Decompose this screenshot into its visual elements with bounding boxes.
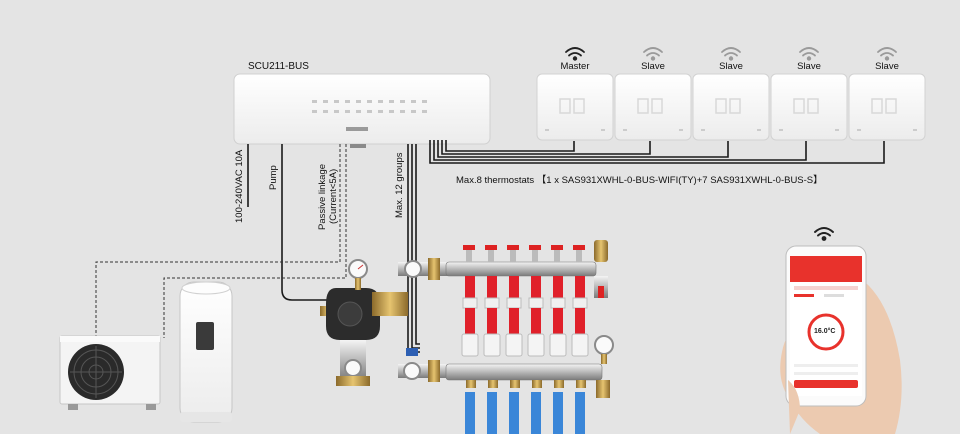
valve-gauge: [404, 260, 422, 278]
thermostat-label-slave: Slave: [641, 61, 665, 72]
manifold-circuit: [483, 245, 501, 434]
passive-linkage-label: Passive linkage: [317, 163, 328, 230]
thermostat-label-slave: Slave: [875, 61, 899, 72]
pump-label: Pump: [268, 165, 279, 190]
thermostat-row: [536, 73, 926, 141]
thermostat-slave-1: [614, 73, 692, 141]
bus-note: Max.8 thermostats 【1 x SAS931XWHL-0-BUS-…: [456, 175, 823, 186]
wifi-icon: [643, 47, 663, 61]
wifi-icon: [565, 47, 585, 61]
pump-wire: [281, 144, 333, 301]
mixing-valves: [398, 258, 450, 382]
controller-logo: [346, 127, 368, 131]
manifold-circuit: [461, 245, 479, 434]
phone-footer-button: [794, 380, 858, 388]
groups-label: Max. 12 groups: [394, 152, 405, 218]
phone-header: [790, 256, 862, 282]
tank-display: [196, 322, 214, 350]
thermostat-master: [536, 73, 614, 141]
circulation-pump: [320, 259, 408, 386]
heat-pump-unit: [59, 335, 161, 410]
manifold-circuit: [571, 245, 589, 434]
controller-leds: [312, 100, 427, 113]
power-label: 100-240VAC 10A: [234, 149, 245, 223]
wifi-icon: [721, 47, 741, 61]
manifold-circuit: [549, 245, 567, 434]
air-vent: [594, 240, 608, 262]
wifi-icon: [799, 47, 819, 61]
phone-temperature: 16.0°C: [814, 328, 836, 335]
thermostat-slave-3: [770, 73, 848, 141]
controller-unit: [233, 73, 491, 148]
thermostat-slave-2: [692, 73, 770, 141]
manifold-circuits: [461, 240, 614, 434]
supply-manifold: [445, 261, 597, 277]
valve-gauge: [403, 362, 421, 380]
pump-gauge: [344, 359, 362, 377]
manifold-circuit: [527, 245, 545, 434]
controller-connector: [350, 144, 366, 148]
passive-linkage-current-label: (Current<5A): [328, 168, 339, 224]
thermostat-label-master: Master: [560, 61, 590, 72]
passive-linkage-wiring: [95, 144, 347, 338]
return-manifold: [445, 363, 603, 381]
manifold-circuit: [505, 245, 523, 434]
thermostat-label-slave: Slave: [797, 61, 821, 72]
groups-wire-1: [407, 144, 420, 353]
thermostat-label-slave: Slave: [719, 61, 743, 72]
manifold-gauge: [594, 335, 614, 355]
wifi-icon: [877, 47, 897, 61]
water-tank: [179, 281, 233, 423]
smartphone-hand: [780, 245, 902, 434]
phone-dial: [807, 313, 845, 351]
controller-label: SCU211-BUS: [248, 61, 309, 72]
thermostat-slave-4: [848, 73, 926, 141]
wifi-icons: [565, 47, 897, 241]
groups-wire-3: [415, 144, 420, 345]
wifi-icon: [814, 227, 834, 241]
bus-wiring: [429, 140, 885, 164]
